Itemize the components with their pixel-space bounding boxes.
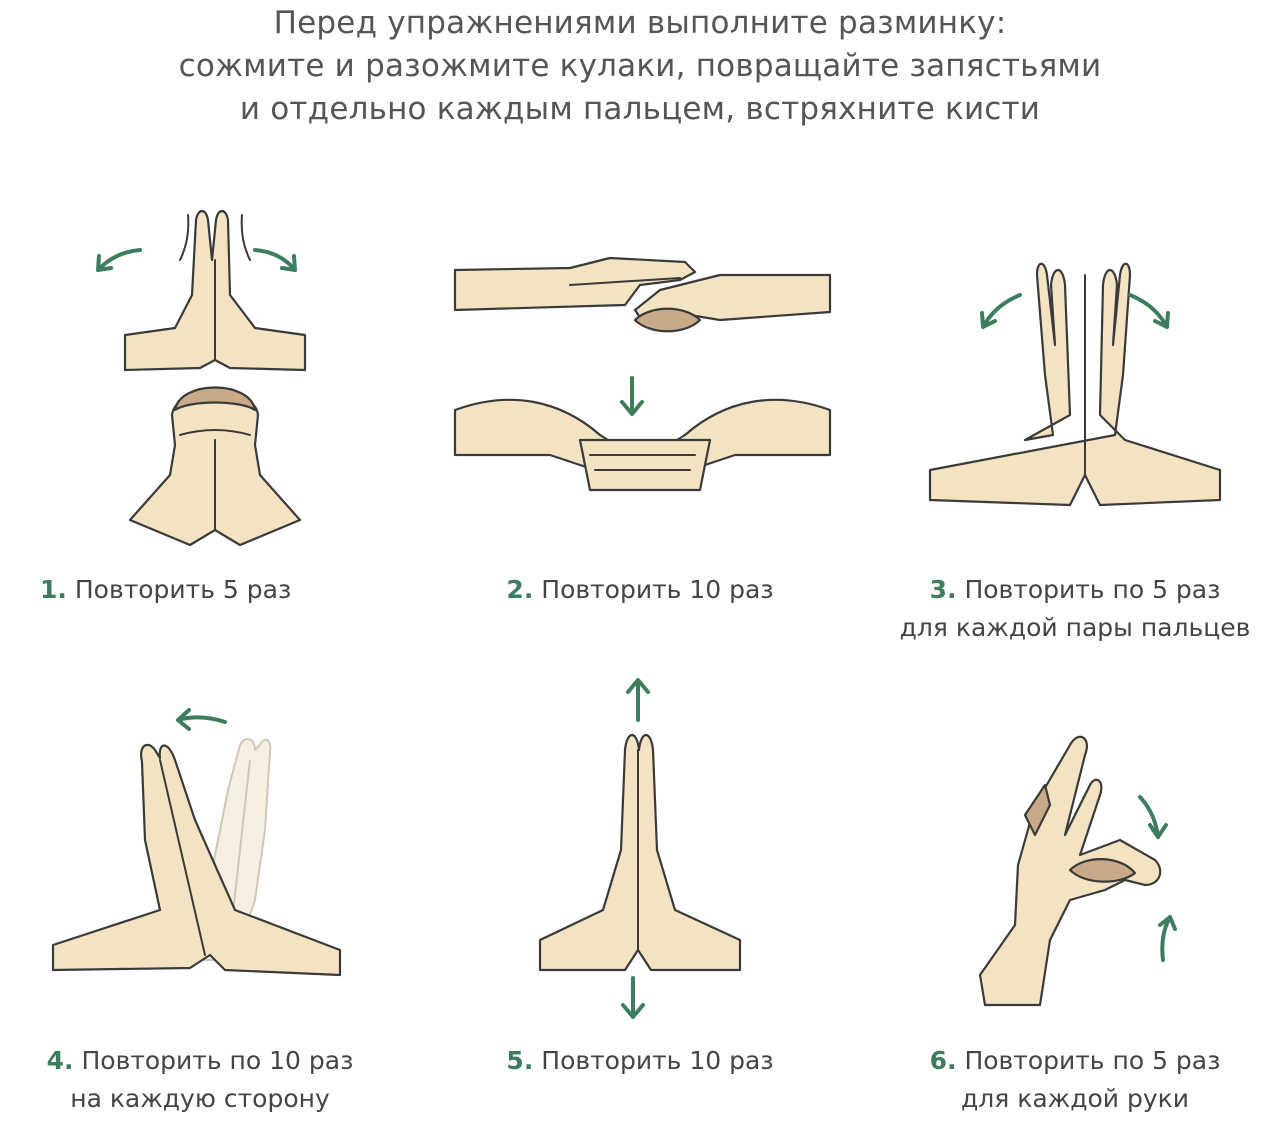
palms-tilted-hands-icon: [51, 743, 342, 977]
hands-pressed-fingertips-icon: [123, 209, 307, 372]
exercise-3-text-line-2: для каждой пары пальцев: [899, 613, 1251, 642]
exercise-6-caption: 6. Повторить по 5 раз для каждой руки: [880, 1042, 1270, 1118]
down-arrow-icon: [621, 976, 645, 1019]
up-arrow-icon: [626, 678, 650, 722]
exercise-4-illustration: [51, 708, 342, 977]
exercise-3-number: 3.: [929, 575, 957, 604]
exercise-2-text: Повторить 10 раз: [541, 575, 774, 604]
tilt-left-arrow-icon: [176, 708, 227, 731]
rotate-right-arrow-icon: [253, 248, 297, 272]
hands-fingers-overlap-icon: [453, 256, 832, 333]
exercise-1-caption: 1. Повторить 5 раз: [40, 571, 350, 609]
exercise-5-illustration: [538, 678, 742, 1019]
hands-interlocked-icon: [453, 398, 832, 492]
exercise-6-number: 6.: [929, 1046, 957, 1075]
exercise-1-illustration: [96, 209, 307, 547]
down-arrow-icon: [620, 376, 644, 416]
exercise-2-number: 2.: [506, 575, 534, 604]
hands-clasped-icon: [128, 386, 302, 547]
exercise-6-illustration: [978, 735, 1177, 1007]
exercise-4-caption: 4. Повторить по 10 раз на каждую сторону: [10, 1042, 390, 1118]
pinch-down-arrow-icon: [1138, 795, 1168, 839]
spread-right-arrow-icon: [1128, 293, 1170, 329]
exercise-6-text-line-2: для каждой руки: [961, 1084, 1189, 1113]
palms-together-vertical-icon: [538, 733, 742, 972]
exercise-4-text: Повторить по 10 раз: [81, 1046, 354, 1075]
exercise-6-text: Повторить по 5 раз: [964, 1046, 1221, 1075]
page-header: Перед упражнениями выполните разминку: с…: [0, 2, 1280, 131]
header-line-2: сожмите и разожмите кулаки, повращайте з…: [178, 48, 1102, 84]
header-line-3: и отдельно каждым пальцем, встряхните ки…: [239, 91, 1041, 127]
exercise-5-caption: 5. Повторить 10 раз: [470, 1042, 810, 1080]
exercise-2-caption: 2. Повторить 10 раз: [470, 571, 810, 609]
pinch-up-arrow-icon: [1158, 915, 1177, 962]
rotate-left-arrow-icon: [96, 248, 142, 272]
exercise-4-text-line-2: на каждую сторону: [70, 1084, 330, 1113]
exercise-1-text: Повторить 5 раз: [74, 575, 292, 604]
exercise-1-number: 1.: [40, 575, 67, 604]
palms-together-fingers-spread-icon: [928, 262, 1222, 507]
ok-gesture-hand-icon: [978, 735, 1162, 1007]
spread-left-arrow-icon: [980, 293, 1022, 329]
exercise-3-text: Повторить по 5 раз: [964, 575, 1221, 604]
exercise-5-text: Повторить 10 раз: [541, 1046, 774, 1075]
exercise-5-number: 5.: [506, 1046, 534, 1075]
exercise-3-illustration: [928, 262, 1222, 507]
exercise-3-caption: 3. Повторить по 5 раз для каждой пары па…: [870, 571, 1280, 647]
exercise-4-number: 4.: [46, 1046, 74, 1075]
exercise-2-illustration: [453, 256, 832, 492]
header-line-1: Перед упражнениями выполните разминку:: [273, 5, 1007, 41]
